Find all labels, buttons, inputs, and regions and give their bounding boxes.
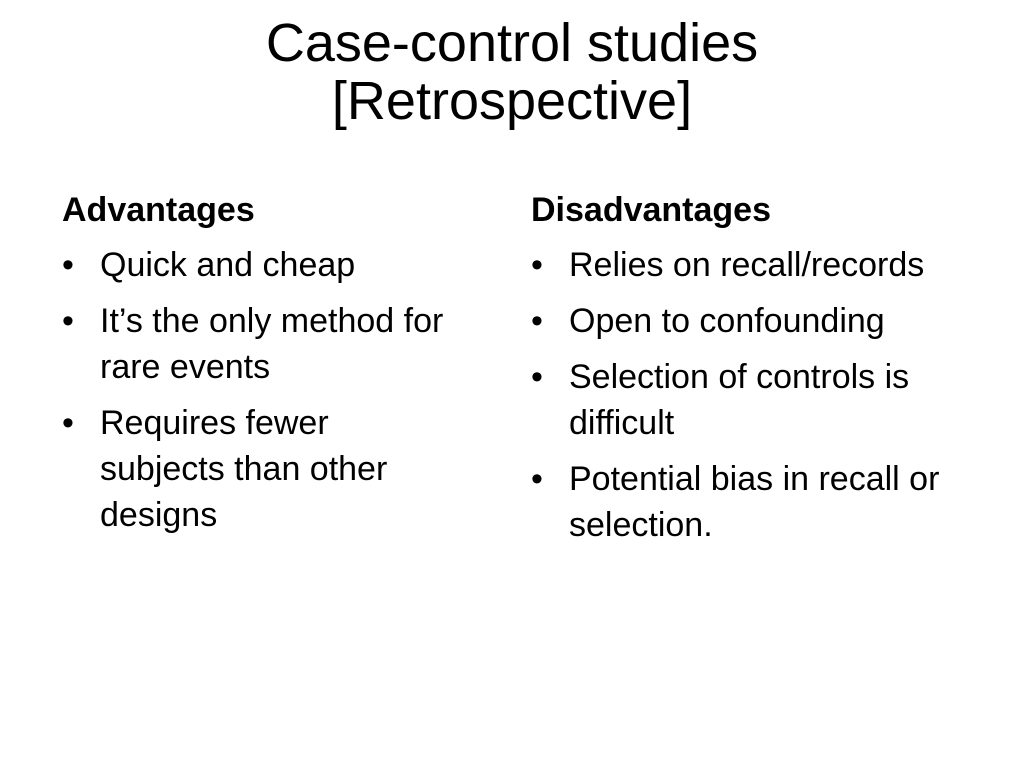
bullet-icon: • (531, 302, 543, 340)
disadvantages-column: Disadvantages • Relies on recall/records… (531, 190, 971, 558)
disadvantage-item: • Open to confounding (531, 298, 971, 344)
disadvantage-text: Selection of controls is difficult (569, 358, 910, 442)
disadvantage-item: • Selection of controls is difficult (531, 354, 971, 446)
advantage-text: Quick and cheap (100, 246, 356, 284)
advantage-item: • Requires fewer subjects than other des… (62, 400, 462, 538)
disadvantage-text: Relies on recall/records (569, 246, 925, 284)
disadvantage-text: Potential bias in recall or selection. (569, 460, 940, 544)
bullet-icon: • (531, 246, 543, 284)
bullet-icon: • (62, 246, 74, 284)
advantages-column: Advantages • Quick and cheap • It’s the … (62, 190, 462, 548)
advantages-heading: Advantages (62, 191, 255, 229)
advantage-text: Requires fewer subjects than other desig… (100, 404, 388, 534)
bullet-icon: • (531, 358, 543, 396)
slide-title: Case-control studies [Retrospective] (0, 14, 1024, 130)
disadvantages-heading: Disadvantages (531, 191, 771, 229)
disadvantages-list: • Relies on recall/records • Open to con… (531, 242, 971, 548)
disadvantage-item: • Potential bias in recall or selection. (531, 456, 971, 548)
bullet-icon: • (62, 302, 74, 340)
advantage-item: • It’s the only method for rare events (62, 298, 462, 390)
bullet-icon: • (531, 460, 543, 498)
title-line-2: [Retrospective] (331, 71, 693, 131)
advantage-text: It’s the only method for rare events (100, 302, 444, 386)
title-line-1: Case-control studies (265, 13, 759, 73)
advantage-item: • Quick and cheap (62, 242, 462, 288)
advantages-list: • Quick and cheap • It’s the only method… (62, 242, 462, 538)
bullet-icon: • (62, 404, 74, 442)
disadvantage-item: • Relies on recall/records (531, 242, 971, 288)
disadvantage-text: Open to confounding (569, 302, 885, 340)
